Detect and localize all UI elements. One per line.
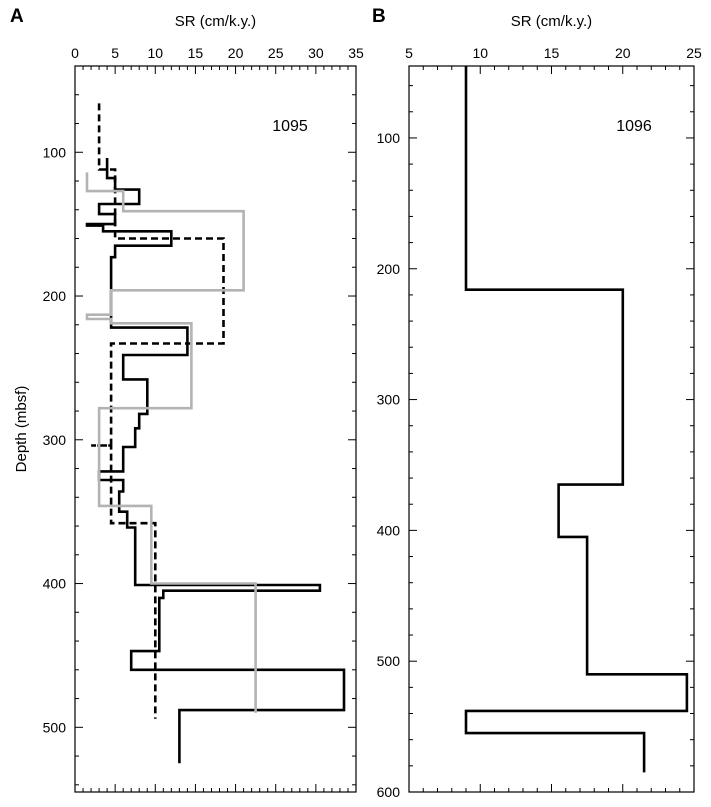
x-tick-label: 10 [472,45,488,61]
x-tick-label: 0 [71,45,79,61]
sr-profile-dashed-1 [91,103,225,719]
panel-letter: B [372,6,386,27]
x-tick-label: 25 [268,45,284,61]
x-tick-label: 20 [228,45,244,61]
y-tick-label: 200 [43,288,67,304]
panel-letter: A [10,6,24,27]
y-tick-label: 400 [377,522,401,538]
plot-frame [74,65,357,793]
y-axis-title: Depth (mbsf) [13,386,30,473]
y-tick-label: 600 [377,784,401,800]
sr-profile-solid-0 [464,66,689,773]
y-tick-label: 500 [43,719,67,735]
plot-frame [408,65,695,793]
site-label: 1096 [616,118,652,135]
x-tick-label: 35 [348,45,364,61]
y-tick-label: 100 [377,130,401,146]
y-tick-label: 300 [43,432,67,448]
x-axis-title: SR (cm/k.y.) [175,13,256,30]
x-axis-title: SR (cm/k.y.) [511,13,592,30]
x-tick-label: 15 [544,45,560,61]
sr-profile-solid-0 [85,158,346,764]
y-tick-label: 200 [377,261,401,277]
x-tick-label: 5 [111,45,119,61]
x-tick-label: 10 [147,45,163,61]
sr-profile-solid-2 [85,172,257,713]
y-tick-label: 500 [377,653,401,669]
y-tick-label: 400 [43,576,67,592]
x-tick-label: 25 [686,45,702,61]
y-tick-label: 100 [43,144,67,160]
x-tick-label: 15 [188,45,204,61]
y-tick-label: 300 [377,392,401,408]
x-tick-label: 5 [405,45,413,61]
x-tick-label: 20 [615,45,631,61]
site-label: 1095 [272,118,308,135]
x-tick-label: 30 [308,45,324,61]
